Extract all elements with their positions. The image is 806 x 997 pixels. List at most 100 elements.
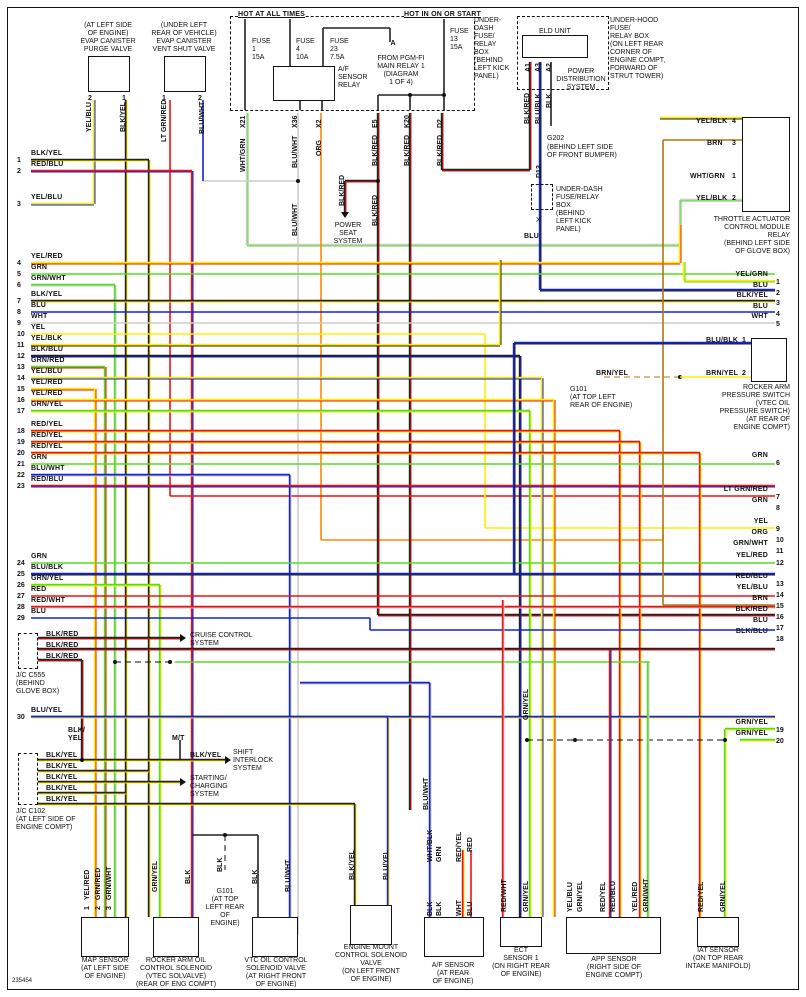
wire-l25 [31,572,775,576]
right-pin-wire-label: BLK/RED [735,606,768,613]
wire-tac-4 [660,116,742,120]
wire-l4 [678,225,682,263]
af-wire-3-top: GRN [436,846,443,862]
fuse-23-label: FUSE 23 7.5A [330,38,349,61]
left-pin-number: 24 [17,560,25,567]
left-pin-wire-label: RED/YEL [31,421,63,428]
wire-rocker-1-down [512,343,516,574]
system-arrow-icon [180,634,186,642]
left-pin-number: 15 [17,386,25,393]
map-wire-3: GRN/WHT [106,866,113,900]
left-pin-number: 29 [17,615,25,622]
wire-l18 [31,429,620,433]
engine-mount-title: ENGINE MOUNT CONTROL SOLENOID VALVE (ON … [334,944,408,983]
wire-l14 [31,376,542,380]
vtc-wire-2: BLU/WHT [285,859,292,892]
af-wire-1-bottom: WHT [456,900,463,916]
right-pin-number: 2 [776,290,780,297]
left-pin-wire-label: YEL/BLU [31,368,63,375]
left-pin-wire-label: RED/YEL [31,443,63,450]
wire-mount-1 [386,717,390,905]
left-pin-wire-label: YEL/BLK [31,335,63,342]
left-pin-wire-label: WHT [31,313,48,320]
wire-blublk-eld [538,62,542,210]
af-bluwht-label: BLU/WHT [423,777,430,810]
eld-unit-box [522,35,588,58]
underdash-pin-d13: D13 [536,165,543,178]
splice-dot [408,93,412,97]
fuse-4-label: FUSE 4 10A [296,38,315,61]
evap-vent-valve [164,56,206,92]
wire-l16 [31,398,554,402]
right-pin-wire-label: BLK/BLU [735,628,768,635]
wire-l20 [698,453,702,917]
left-pin-wire-label: GRN [31,553,48,560]
system-arrow-icon [341,212,349,218]
g101-label-right: G101 [570,386,588,393]
mt-label: M/T [172,735,185,742]
evap-vent-wire-1: LT GRN/RED [161,99,168,142]
left-pin-wire-label: RED/YEL [31,432,63,439]
wire-label-blkred-3: BLK/RED [437,134,444,166]
iat-wire-2: RED/YEL [698,881,705,912]
wire-jc102-2 [38,769,149,773]
rocker-switch-pin2-wire: BRN/YEL [706,370,739,377]
wire-label-blkred-2: BLK/RED [404,134,411,166]
blkred-lower-label: BLK/RED [372,194,379,226]
right-pin-wire-label: RED/BLU [735,573,768,580]
g101-bottom-label: G101 (AT TOP LEFT REAR OF ENGINE) [205,888,245,927]
left-pin-number: 23 [17,483,25,490]
jc102-split-wire: BLK/ YEL [68,727,86,742]
jc102-wire-5: BLK/YEL [46,796,78,803]
underhood-box-outline [517,16,609,90]
map-sensor-box [81,917,129,957]
underdash-pin-x: X [536,217,541,224]
left-pin-wire-label: YEL/RED [31,379,63,386]
right-pin-wire-label: YEL [753,518,768,525]
iat-sensor-title: IAT SENSOR (ON TOP REAR INTAKE MANIFOLD) [685,947,751,970]
af-wire-2-top: RED [467,837,474,852]
mount-wire-2: BLK/YEL [349,850,356,880]
wire-l18 [618,431,622,917]
left-pin-wire-label: GRN/YEL [31,401,64,408]
wire-app-6 [646,662,650,917]
af-wire-1-top: RED/YEL [456,831,463,862]
power-seat-wire-label: BLK/RED [339,174,346,206]
g202-label: G202 [547,135,565,142]
tac-pin4-wire: YEL/BLK [696,118,728,125]
system-arrow-icon [180,778,186,786]
wire-evap-2 [31,202,94,206]
evap-purge-wire-2: YEL/BLU [86,102,93,132]
underdash-wire-blu: BLU [524,233,539,240]
wire-blkred-e5 [378,613,775,617]
left-pin-wire-label: GRN [31,454,48,461]
wire-l7 [31,299,775,303]
terminal-e5: E5 [372,119,379,128]
underdash-box-label: UNDER- DASH FUSE/ RELAY BOX (BEHIND LEFT… [474,17,510,80]
af-sensor-relay-label: A/F SENSOR RELAY [338,66,368,89]
left-pin-number: 28 [17,604,25,611]
wire-l19 [638,442,642,917]
app-wire-2: GRN/YEL [577,880,584,912]
app-sensor-box [566,917,661,954]
terminal-x21: X21 [240,115,247,128]
wire-jc102-1 [38,758,225,762]
left-pin-number: 14 [17,375,25,382]
app-wire-3: RED/YEL [600,881,607,912]
left-pin-wire-label: BLU/YEL [31,707,63,714]
rocker-switch-pin1-wire: BLU/BLK [706,337,739,344]
wire-l20 [31,451,700,455]
terminal-d2: D2 [437,119,444,128]
af-wire-4-bottom: BLK [427,901,434,916]
left-pin-number: 12 [17,353,25,360]
hot-in-on-label: HOT IN ON OR START [404,11,481,19]
eld-pin-a2: A2 [546,63,553,72]
right-pin-number: 6 [776,460,780,467]
jc555-wire-2: BLK/RED [46,642,79,649]
right-pin-number: 10 [776,537,784,544]
app-wire-6: GRN/WHT [643,878,650,912]
wire-jc102-5 [38,802,355,806]
wire-jc102-3 [38,780,180,784]
from-pgm-fi-label: FROM PGM-FI MAIN RELAY 1 (DIAGRAM 1 OF 4… [377,55,425,86]
